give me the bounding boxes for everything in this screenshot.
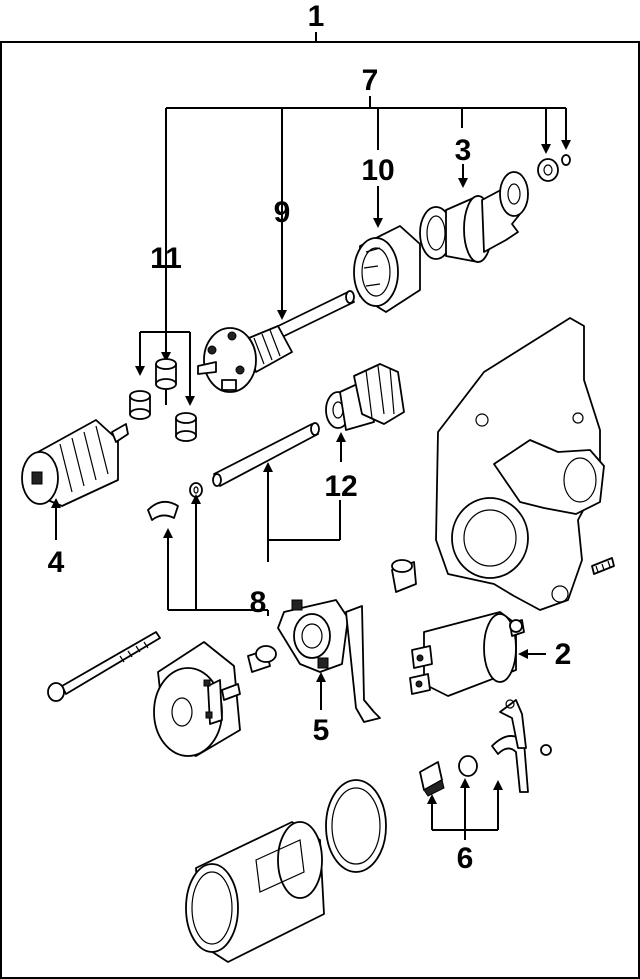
pinion-clutch-part <box>419 171 529 263</box>
o-ring-part <box>325 779 387 873</box>
callout-5: 5 <box>313 714 330 747</box>
yoke-part <box>185 821 325 963</box>
bushing-part <box>247 645 277 673</box>
clutch-housing-part <box>353 225 421 313</box>
seal-clip-part <box>147 482 203 521</box>
output-shaft-part <box>197 290 355 393</box>
stop-ring-part <box>537 154 571 182</box>
spacer-part <box>391 559 417 593</box>
planetary-gear-parts <box>129 358 197 442</box>
leader-8 <box>163 462 341 616</box>
callout-1: 1 <box>308 0 325 33</box>
housing-bolt-part <box>591 557 615 575</box>
callout-9: 9 <box>274 196 291 229</box>
leader-6 <box>427 778 503 840</box>
armature-part <box>21 419 129 507</box>
callout-8: 8 <box>250 586 267 619</box>
pin-shaft-part <box>212 422 320 487</box>
end-frame-part <box>153 641 241 757</box>
through-bolt-part <box>47 631 161 702</box>
brush-holder-part <box>277 599 381 723</box>
solenoid-part <box>409 611 525 697</box>
assembly-frame <box>0 32 640 979</box>
callout-12: 12 <box>324 470 357 503</box>
callout-11: 11 <box>150 242 182 275</box>
gear-housing-part <box>435 317 605 611</box>
callout-2: 2 <box>555 638 572 671</box>
leader-11 <box>135 276 195 406</box>
callout-10: 10 <box>361 154 394 187</box>
drive-gear-part <box>325 363 405 431</box>
callout-6: 6 <box>457 842 474 875</box>
callout-3: 3 <box>455 134 472 167</box>
callout-4: 4 <box>48 546 65 579</box>
shift-lever-part <box>419 699 552 797</box>
callout-7: 7 <box>362 64 379 97</box>
